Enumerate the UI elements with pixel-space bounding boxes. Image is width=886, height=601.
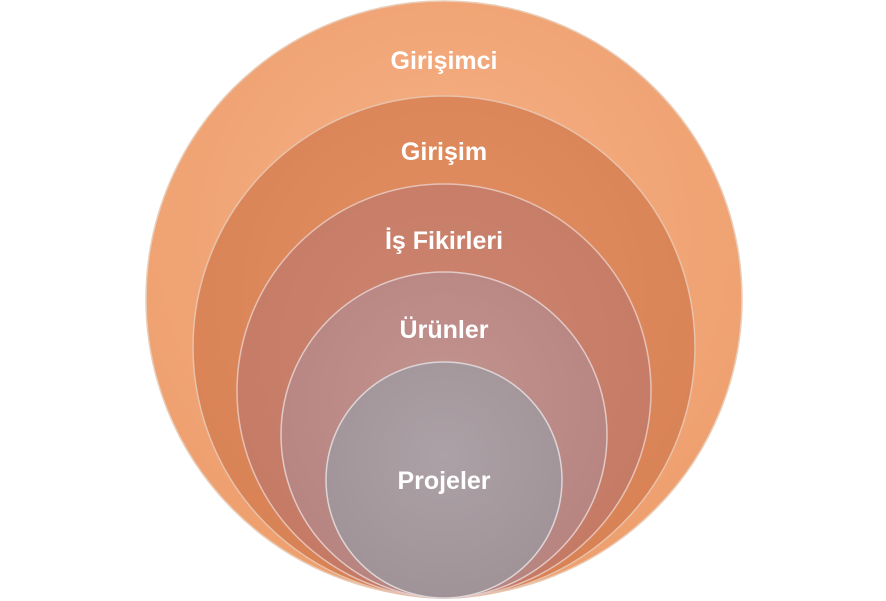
layer-label: İş Fikirleri [385, 227, 503, 255]
layer-label: Projeler [397, 467, 490, 495]
layer-projeler: Projeler [325, 361, 563, 599]
layer-label: Girişimci [391, 47, 498, 75]
layer-label: Ürünler [400, 315, 489, 344]
layer-label: Girişim [401, 138, 487, 166]
